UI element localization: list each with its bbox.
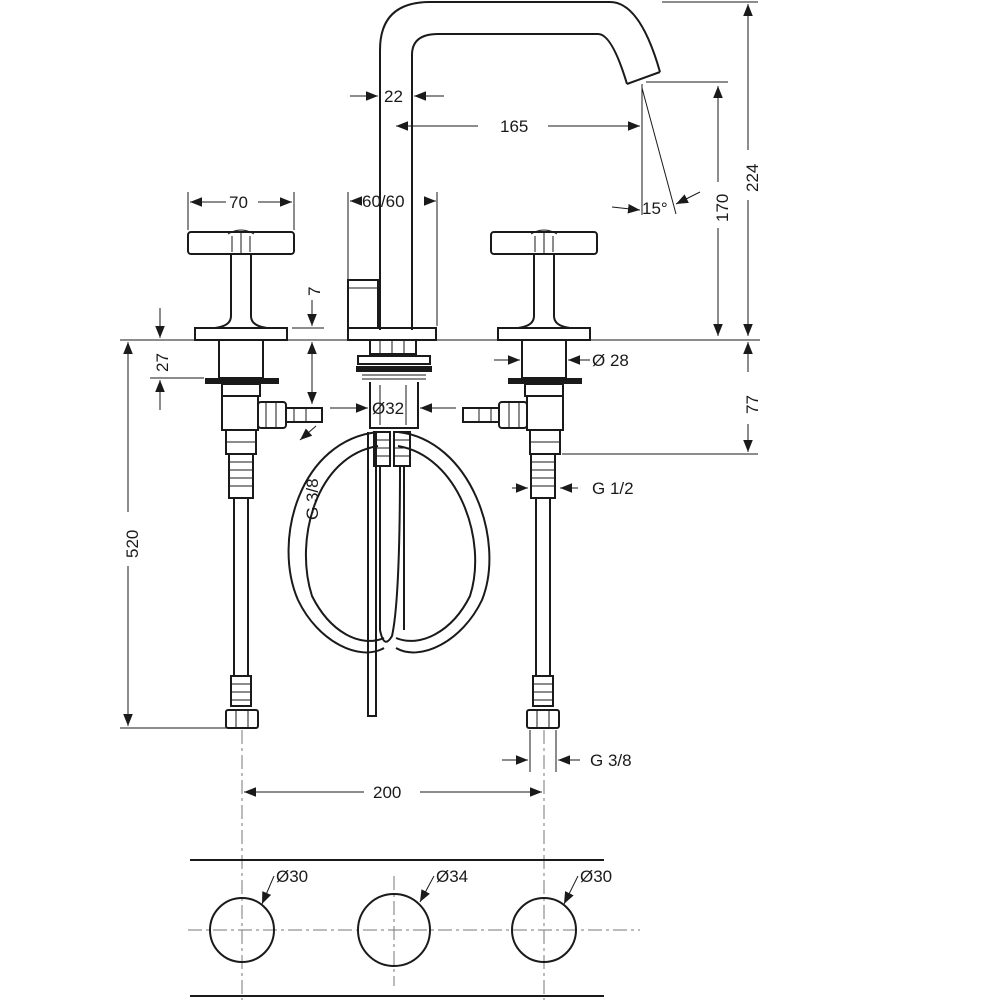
spout [379,1,661,330]
dim-valve-thread: G 1/2 [592,479,634,498]
dim-spout-tube: 22 [384,87,403,106]
dim-plate-gap: 7 [305,287,324,296]
popup-lever [347,279,379,329]
dim-spout-reach: 165 [500,117,528,136]
hole-left [209,897,275,963]
dim-spout-height: 170 [713,194,732,222]
dim-valve-spacing: 200 [373,783,401,802]
dim-hose-thread: G 3/8 [303,478,322,520]
dim-handle-width: 70 [229,193,248,212]
hole-right [511,897,577,963]
dim-shank-diameter: Ø 28 [592,351,629,370]
connecting-hoses [287,431,491,654]
dim-hole-right: Ø30 [580,867,612,886]
dimension-lines [120,1,760,1000]
popup-rod [367,432,377,717]
dim-outlet-thread: G 3/8 [590,751,632,770]
dim-hole-left: Ø30 [276,867,308,886]
dim-angle: 15° [642,199,668,218]
right-handle [490,229,598,341]
left-valve-body [205,339,323,455]
right-valve-body [462,339,582,455]
dim-body-size: 60/60 [362,192,405,211]
dim-overall-height: 224 [743,164,762,192]
left-handle [187,229,295,341]
left-supply-hose [225,453,259,729]
dim-hose-length: 520 [123,530,142,558]
right-supply-hose [526,453,560,729]
dim-plate-height: 27 [153,353,172,372]
deck-hole-layout [188,859,640,997]
dim-shank-length: 77 [743,395,762,414]
dim-hole-center: Ø34 [436,867,468,886]
dim-body-shank: Ø32 [372,399,404,418]
hole-center [357,893,431,967]
